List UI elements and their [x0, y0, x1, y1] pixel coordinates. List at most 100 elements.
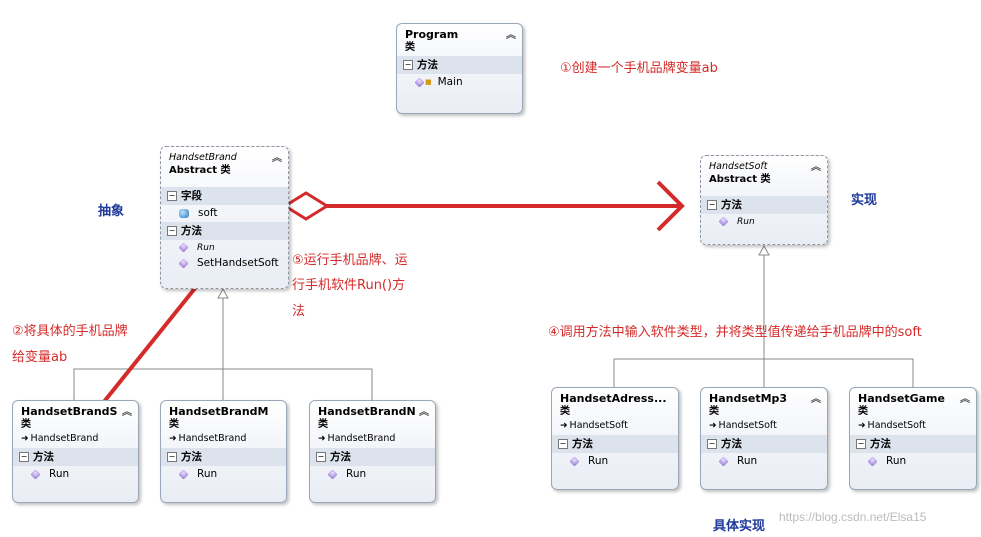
chevron-up-icon[interactable]: ︽ — [419, 407, 429, 418]
class-kind: Abstract 类 — [709, 174, 771, 185]
inherit-arrow-icon: ➜ — [318, 434, 326, 444]
section-methods[interactable]: −方法 — [161, 448, 286, 466]
lock-icon: ■ — [425, 78, 432, 86]
base-class: ➜HandsetSoft — [709, 420, 777, 431]
class-handset-brand[interactable]: HandsetBrand Abstract 类 ︽ −字段 soft −方法 R… — [160, 146, 289, 289]
class-handset-brand-n[interactable]: HandsetBrandN 类 ➜HandsetBrand ︽ −方法 Run — [309, 400, 436, 503]
method-icon — [718, 216, 729, 227]
class-handset-brand-m[interactable]: HandsetBrandM 类 ➜HandsetBrand −方法 Run — [160, 400, 287, 503]
collapse-icon[interactable]: − — [19, 452, 29, 462]
section-methods[interactable]: −方法 — [701, 196, 827, 214]
inherit-arrow-icon: ➜ — [858, 421, 866, 431]
class-kind: 类 — [709, 406, 719, 417]
class-kind: Abstract 类 — [169, 165, 231, 176]
member-soft[interactable]: soft — [161, 205, 288, 222]
member-run[interactable]: Run — [552, 453, 678, 470]
section-methods[interactable]: −方法 — [161, 222, 288, 240]
section-methods[interactable]: −方法 — [850, 435, 976, 453]
base-class: ➜HandsetSoft — [560, 420, 628, 431]
method-icon — [30, 468, 41, 480]
member-run[interactable]: Run — [161, 240, 288, 257]
chevron-up-icon[interactable]: ︽ — [811, 162, 821, 173]
section-methods[interactable]: −方法 — [397, 56, 522, 74]
brand-inheritance-connector — [73, 287, 373, 400]
annotation-4: ④调用方法中输入软件类型，并将类型值传递给手机品牌中的soft — [548, 325, 922, 340]
aggregation-arrow — [282, 180, 685, 232]
section-methods[interactable]: −方法 — [701, 435, 827, 453]
member-run[interactable]: Run — [850, 453, 976, 470]
member-run[interactable]: Run — [13, 466, 138, 483]
annotation-5-line-2: 行手机软件Run()方 — [292, 278, 406, 293]
class-handset-mp3[interactable]: HandsetMp3 类 ➜HandsetSoft ︽ −方法 Run — [700, 387, 828, 490]
label-abstraction: 抽象 — [98, 204, 125, 219]
class-handset-soft[interactable]: HandsetSoft Abstract 类 ︽ −方法 Run — [700, 155, 828, 245]
base-class: ➜HandsetBrand — [21, 433, 99, 444]
section-methods[interactable]: −方法 — [310, 448, 435, 466]
section-methods[interactable]: −方法 — [13, 448, 138, 466]
class-handset-adress[interactable]: HandsetAdress... 类 ➜HandsetSoft −方法 Run — [551, 387, 679, 490]
inherit-arrow-icon: ➜ — [560, 421, 568, 431]
annotation-5-line-3: 法 — [292, 304, 306, 319]
class-kind: 类 — [21, 419, 31, 430]
method-icon — [718, 455, 729, 467]
member-run[interactable]: Run — [161, 466, 286, 483]
member-set-handset-soft[interactable]: SetHandsetSoft — [161, 255, 288, 272]
collapse-icon[interactable]: − — [558, 439, 568, 449]
chevron-up-icon[interactable]: ︽ — [122, 407, 132, 418]
member-main[interactable]: ■Main — [397, 74, 522, 91]
label-concrete-implementation: 具体实现 — [713, 519, 766, 534]
class-program[interactable]: Program 类 ︽ −方法 ■Main — [396, 23, 523, 114]
method-icon — [327, 468, 338, 480]
method-icon — [569, 455, 580, 467]
method-icon — [178, 468, 189, 480]
collapse-icon[interactable]: − — [856, 439, 866, 449]
class-name: HandsetMp3 — [709, 392, 788, 405]
field-icon — [179, 208, 189, 218]
annotation-2-line-1: ②将具体的手机品牌 — [12, 324, 128, 339]
inherit-arrow-icon: ➜ — [169, 434, 177, 444]
variable-assignment-line — [101, 285, 198, 405]
class-handset-brand-s[interactable]: HandsetBrandS 类 ➜HandsetBrand ︽ −方法 Run — [12, 400, 139, 503]
chevron-up-icon[interactable]: ︽ — [960, 394, 970, 405]
label-implementation: 实现 — [851, 193, 878, 208]
inherit-arrow-icon: ➜ — [709, 421, 717, 431]
class-name: HandsetGame — [858, 392, 945, 405]
class-name: HandsetBrandM — [169, 405, 269, 418]
watermark: https://blog.csdn.net/Elsa15 — [779, 510, 927, 524]
class-name: HandsetAdress... — [560, 392, 667, 405]
class-name: HandsetBrandN — [318, 405, 416, 418]
method-icon — [414, 76, 425, 88]
method-icon — [867, 455, 878, 467]
class-kind: 类 — [405, 42, 415, 53]
collapse-icon[interactable]: − — [707, 439, 717, 449]
class-kind: 类 — [318, 419, 328, 430]
member-run[interactable]: Run — [701, 453, 827, 470]
section-methods[interactable]: −方法 — [552, 435, 678, 453]
collapse-icon[interactable]: − — [316, 452, 326, 462]
method-icon — [178, 242, 189, 253]
section-fields[interactable]: −字段 — [161, 187, 288, 205]
class-kind: 类 — [858, 406, 868, 417]
chevron-up-icon[interactable]: ︽ — [272, 153, 282, 164]
method-icon — [178, 257, 189, 269]
collapse-icon[interactable]: − — [167, 191, 177, 201]
base-class: ➜HandsetBrand — [169, 433, 247, 444]
class-kind: 类 — [560, 406, 570, 417]
soft-inheritance-connector — [613, 244, 914, 387]
chevron-up-icon[interactable]: ︽ — [811, 394, 821, 405]
member-run[interactable]: Run — [310, 466, 435, 483]
annotation-5-line-1: ⑤运行手机品牌、运 — [292, 253, 408, 268]
inherit-arrow-icon: ➜ — [21, 434, 29, 444]
chevron-up-icon[interactable]: ︽ — [506, 30, 516, 41]
annotation-2-line-2: 给变量ab — [12, 350, 68, 365]
collapse-icon[interactable]: − — [403, 60, 413, 70]
collapse-icon[interactable]: − — [707, 200, 717, 210]
member-run[interactable]: Run — [701, 214, 827, 231]
collapse-icon[interactable]: − — [167, 452, 177, 462]
annotation-1: ①创建一个手机品牌变量ab — [560, 61, 718, 76]
base-class: ➜HandsetSoft — [858, 420, 926, 431]
class-handset-game[interactable]: HandsetGame 类 ➜HandsetSoft ︽ −方法 Run — [849, 387, 977, 490]
collapse-icon[interactable]: − — [167, 226, 177, 236]
class-name: HandsetBrand — [169, 152, 237, 163]
